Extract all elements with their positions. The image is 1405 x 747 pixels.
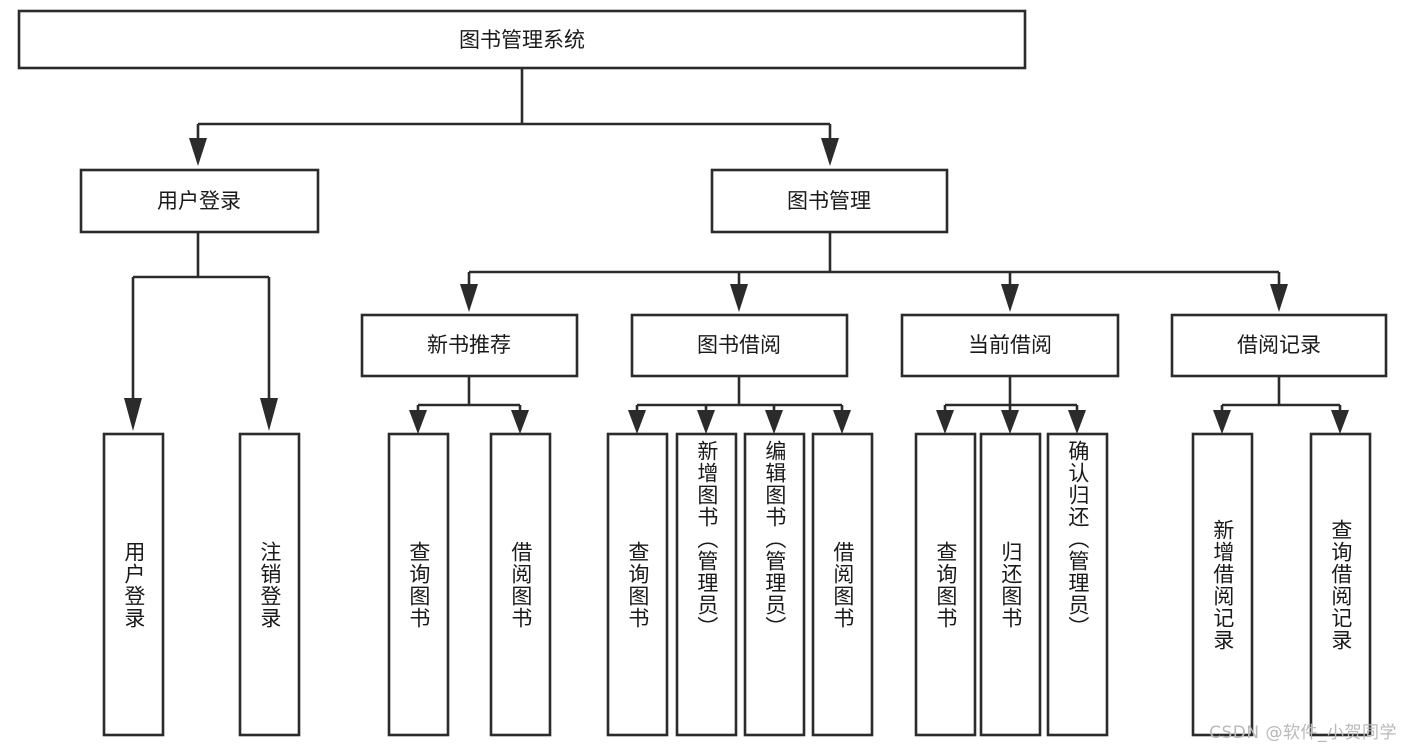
arrow-bb-leaf-2-icon <box>697 410 715 434</box>
node-leaf-borrow-book-2-box[interactable] <box>811 432 874 737</box>
arrow-bb-leaf-4-icon <box>833 410 851 434</box>
node-book-borrow-label: 图书借阅 <box>697 333 781 357</box>
node-leaf-query-book-3-box[interactable] <box>914 432 977 737</box>
node-leaf-query-book-2-box[interactable] <box>606 432 669 737</box>
node-leaf-add-record-box[interactable] <box>1191 432 1254 737</box>
connector-group-current-borrow <box>936 376 1086 434</box>
arrow-br-leaf-1-icon <box>1213 410 1231 434</box>
connector-group-new-book-recommend <box>409 376 529 434</box>
arrow-user-login-leaf-2-icon <box>260 398 278 431</box>
node-leaf-query-record-box[interactable] <box>1309 432 1372 737</box>
node-leaf-query-book-1-box[interactable] <box>387 432 450 737</box>
arrow-bm-to-current-borrow-icon <box>1001 284 1019 312</box>
arrow-cb-leaf-3-icon <box>1068 410 1086 434</box>
node-root-box[interactable] <box>17 9 1027 70</box>
node-book-manage[interactable]: 图书管理 <box>710 168 949 234</box>
node-leaf-user-login-box[interactable] <box>102 432 165 737</box>
arrow-root-to-book-manage-icon <box>821 138 839 166</box>
node-leaf-edit-book-box[interactable] <box>743 432 806 737</box>
node-current-borrow-label: 当前借阅 <box>968 333 1052 357</box>
node-book-borrow[interactable]: 图书借阅 <box>630 313 849 378</box>
connector-group-user-login <box>124 232 278 431</box>
arrow-bm-to-book-borrow-icon <box>730 284 748 312</box>
node-user-login-label: 用户登录 <box>157 189 241 213</box>
node-current-borrow-box[interactable] <box>900 313 1120 378</box>
arrow-cb-leaf-1-icon <box>936 410 954 434</box>
arrow-bb-leaf-3-icon <box>765 410 783 434</box>
node-leaf-add-book-box[interactable] <box>675 432 738 737</box>
node-book-manage-label: 图书管理 <box>787 189 871 213</box>
arrow-bm-to-borrow-record-icon <box>1270 284 1288 312</box>
node-root-label: 图书管理系统 <box>459 28 585 52</box>
arrow-bb-leaf-1-icon <box>628 410 646 434</box>
node-borrow-record[interactable]: 借阅记录 <box>1170 313 1388 378</box>
node-root[interactable]: 图书管理系统 <box>17 9 1027 70</box>
arrow-nbr-leaf-2-icon <box>511 410 529 434</box>
arrow-bm-to-new-book-icon <box>460 284 478 312</box>
node-borrow-record-box[interactable] <box>1170 313 1388 378</box>
node-leaf-borrow-book-1-box[interactable] <box>489 432 552 737</box>
arrow-nbr-leaf-1-icon <box>409 410 427 434</box>
node-leaf-user-logout-box[interactable] <box>238 432 301 737</box>
node-user-login-box[interactable] <box>79 168 320 234</box>
arrow-cb-leaf-2-icon <box>1001 410 1019 434</box>
connector-group-borrow-record <box>1213 376 1349 434</box>
node-book-manage-box[interactable] <box>710 168 949 234</box>
node-book-borrow-box[interactable] <box>630 313 849 378</box>
arrow-br-leaf-2-icon <box>1331 410 1349 434</box>
node-user-login[interactable]: 用户登录 <box>79 168 320 234</box>
arrow-root-to-user-login-icon <box>189 138 207 166</box>
node-leaf-confirm-return-box[interactable] <box>1046 432 1109 737</box>
node-new-book-recommend-label: 新书推荐 <box>427 333 511 357</box>
watermark: CSDN @软件_小贺同学 <box>1209 723 1397 743</box>
connector-group-book-borrow <box>628 376 851 434</box>
arrow-user-login-leaf-1-icon <box>124 398 142 431</box>
node-new-book-recommend-box[interactable] <box>360 313 579 378</box>
node-leaf-return-book-box[interactable] <box>979 432 1042 737</box>
connector-group-root <box>189 68 839 166</box>
node-new-book-recommend[interactable]: 新书推荐 <box>360 313 579 378</box>
connector-group-book-manage <box>460 232 1288 312</box>
node-current-borrow[interactable]: 当前借阅 <box>900 313 1120 378</box>
node-borrow-record-label: 借阅记录 <box>1237 333 1321 357</box>
